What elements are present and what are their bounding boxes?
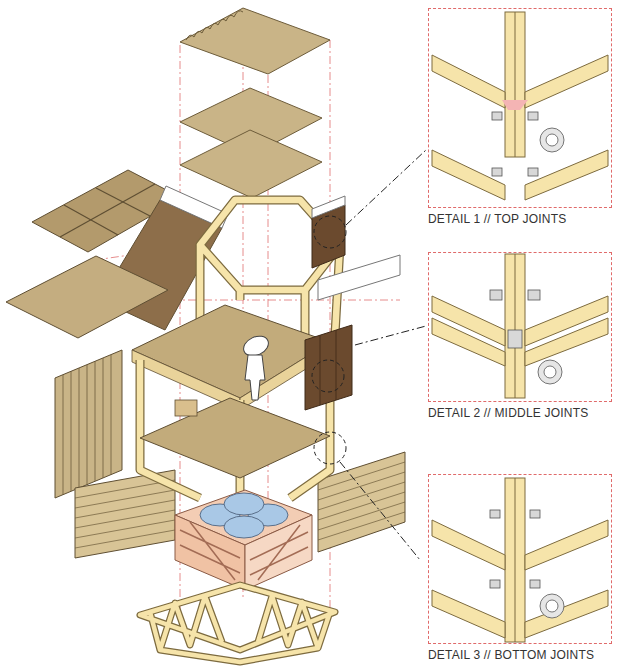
detail-title: DETAIL 2 // MIDDLE JOINTS (428, 406, 588, 420)
detail-callout: DETAIL 1 // TOP JOINTS (428, 8, 612, 228)
detail-callout: DETAIL 2 // MIDDLE JOINTS (428, 252, 612, 422)
detail-frame (428, 474, 612, 644)
detail-frame (428, 8, 612, 208)
detail-title: DETAIL 1 // TOP JOINTS (428, 212, 566, 226)
detail-callout: DETAIL 3 // BOTTOM JOINTS (428, 474, 612, 664)
detail-title: DETAIL 3 // BOTTOM JOINTS (428, 648, 594, 662)
detail-frame (428, 252, 612, 402)
